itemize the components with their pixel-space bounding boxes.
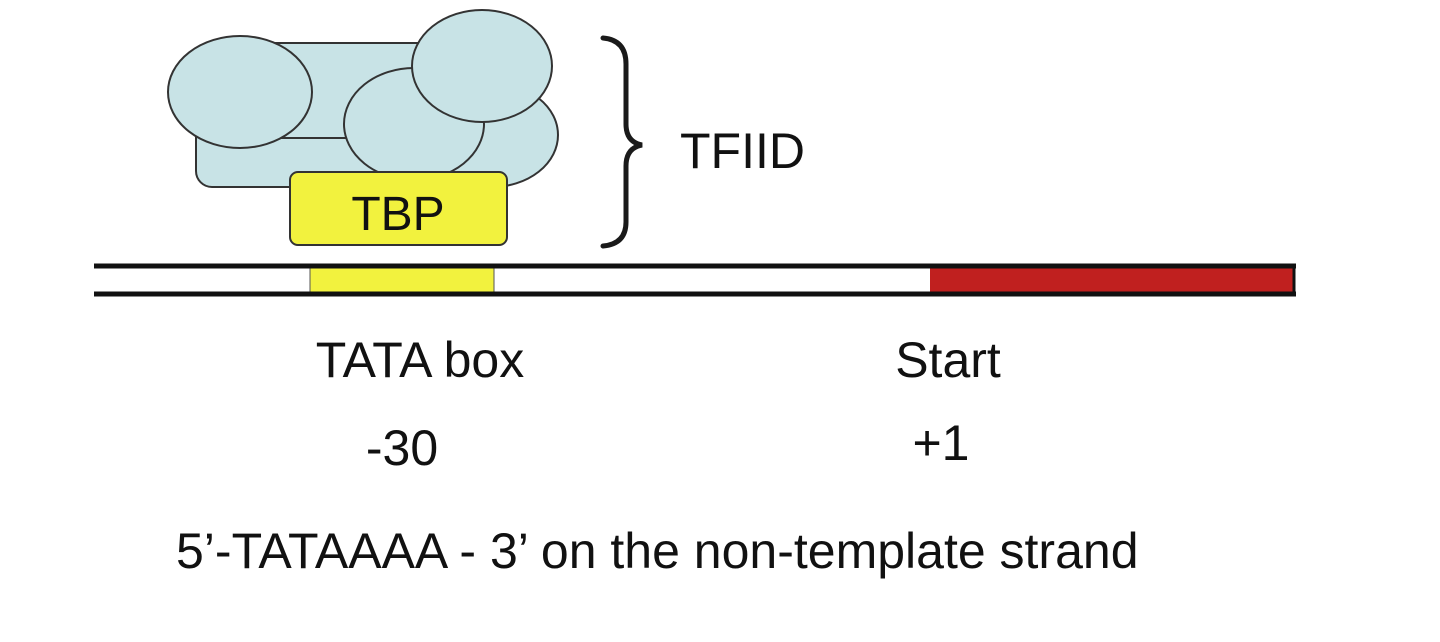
tfiid-subunit-top: [411, 9, 553, 123]
sequence-caption: 5’-TATAAAA - 3’ on the non-template stra…: [176, 523, 1139, 579]
transcribed-region: [930, 266, 1294, 294]
tfiid-label: TFIID: [680, 123, 805, 179]
dna-duplex: [94, 263, 1296, 297]
tata-position-label: -30: [366, 420, 438, 476]
start-label: Start: [895, 332, 1001, 388]
tata-box-label: TATA box: [316, 332, 524, 388]
tata-box-region: [309, 265, 495, 295]
tfiid-brace: [600, 35, 643, 249]
tfiid-subunit-left: [167, 35, 313, 149]
tbp-label: TBP: [351, 188, 444, 241]
start-position-label: +1: [912, 415, 969, 471]
tbp-box: [289, 171, 508, 246]
tfiid-complex: TBP: [167, 9, 559, 246]
